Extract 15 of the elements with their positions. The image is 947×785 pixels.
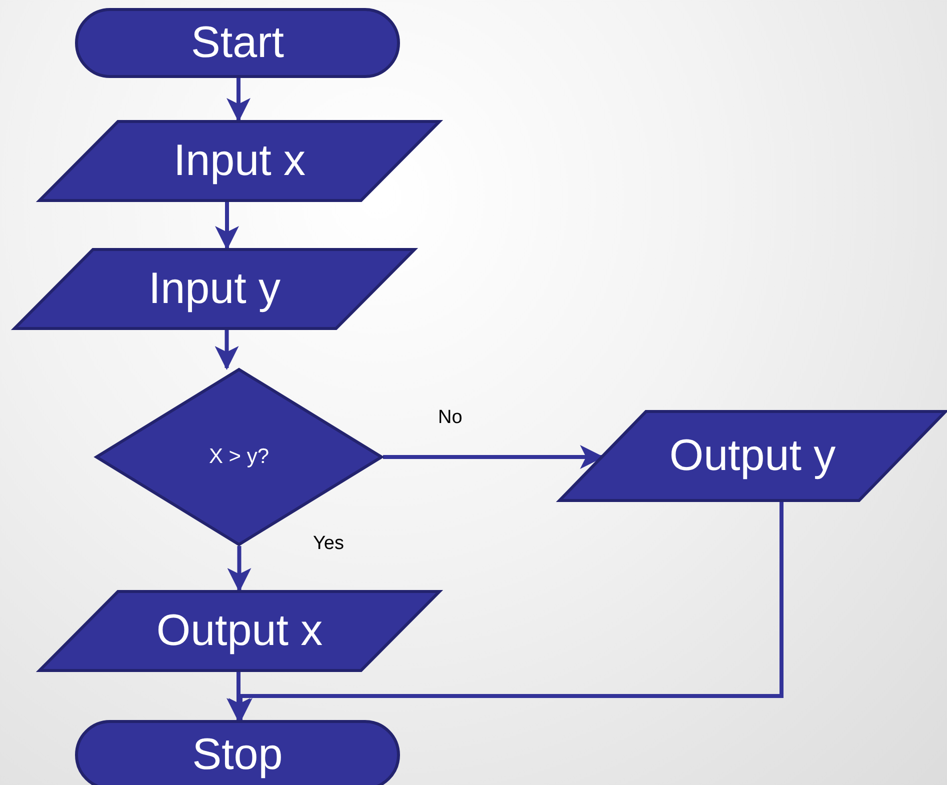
edge-label: No bbox=[438, 407, 462, 429]
node-label: Output x bbox=[156, 606, 323, 656]
node-label: Start bbox=[191, 18, 284, 68]
arrow bbox=[226, 672, 250, 722]
node-label: Input y bbox=[148, 264, 281, 314]
node-label: X > y? bbox=[208, 445, 270, 469]
node-label: Stop bbox=[192, 730, 283, 780]
arrow bbox=[215, 202, 239, 250]
arrow bbox=[228, 502, 784, 722]
node-label: Output y bbox=[669, 431, 836, 481]
node-label: Input x bbox=[173, 136, 306, 186]
arrow bbox=[214, 330, 239, 370]
arrow bbox=[226, 78, 250, 122]
edge-label: Yes bbox=[313, 533, 344, 555]
arrow bbox=[227, 546, 252, 592]
